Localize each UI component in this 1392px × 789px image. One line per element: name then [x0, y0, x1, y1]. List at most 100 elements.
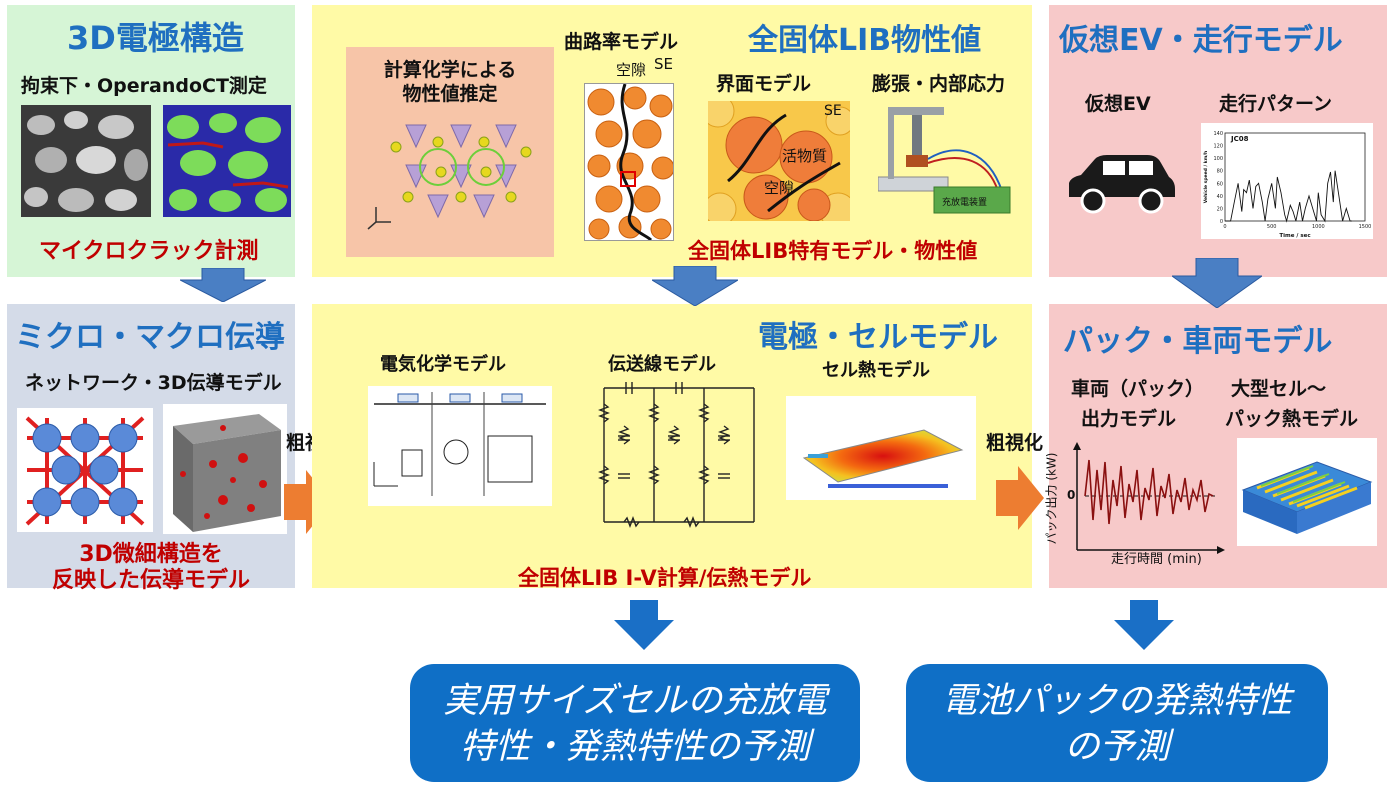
jc08-yaxis-label: Vehicle speed / km/h	[1203, 151, 1209, 203]
pack-output-plot-graphic	[1073, 442, 1225, 554]
coarse-graining-label-right: 粗視化	[986, 432, 1044, 454]
network-model-graphic	[25, 416, 145, 526]
vehicle-output-label-line2: 出力モデル	[1081, 408, 1177, 430]
jc08-xtick-label: 0	[1223, 224, 1226, 230]
result-pack-prediction: 電池パックの発熱特性 の予測	[906, 664, 1328, 782]
arrow-down-lib	[652, 266, 738, 306]
tortuosity-se-label: SE	[654, 55, 673, 73]
result-cell-line1: 実用サイズセルの充放電	[443, 681, 827, 721]
pack-thermal-image	[1237, 438, 1377, 546]
calc-chem-label-line1: 計算化学による	[383, 59, 517, 81]
expansion-device-image	[878, 101, 1012, 221]
electrochem-model-label: 電気化学モデル	[380, 354, 506, 375]
arrow-down-pack-result	[1114, 600, 1174, 650]
calc-chem-label-line2: 物性値推定	[402, 83, 498, 105]
panel-electrode-cell: 電極・セルモデル 電気化学モデル 伝送線モデル セル熱モデル	[312, 304, 1032, 590]
panel-solid-lib: 全固体LIB物性値 計算化学による 物性値推定	[312, 5, 1032, 277]
pack-output-ylabel: パック出力 (kW)	[1044, 452, 1059, 545]
result-cell-prediction: 実用サイズセルの充放電 特性・発熱特性の予測	[410, 664, 860, 782]
ct-grayscale-graphic	[21, 105, 151, 217]
expansion-label: 膨張・内部応力	[872, 73, 1006, 95]
jc08-xaxis-label: Time / sec	[1279, 233, 1310, 239]
cell-thermal-label: セル熱モデル	[822, 360, 930, 381]
panel-solid-lib-caption: 全固体LIB特有モデル・物性値	[688, 239, 978, 263]
tortuosity-graphic	[587, 84, 673, 240]
crystal-structure-graphic	[367, 124, 532, 230]
ct-segmented-graphic	[163, 105, 291, 217]
tortuosity-label: 曲路率モデル	[564, 31, 679, 53]
jc08-xtick-label: 1500	[1359, 224, 1372, 230]
pack-output-xlabel: 走行時間 (min)	[1111, 552, 1202, 567]
panel-micro-macro-title: ミクロ・マクロ伝導	[15, 320, 285, 355]
jc08-plot-frame	[1224, 132, 1366, 222]
panel-3d-electrode: 3D電極構造 拘束下・OperandoCT測定	[7, 5, 295, 277]
jc08-ytick-label: 140	[1213, 131, 1223, 137]
vehicle-output-label-line1: 車両（パック）	[1071, 378, 1205, 400]
pack-output-plot	[1049, 440, 1227, 562]
panel-3d-electrode-subtitle: 拘束下・OperandoCT測定	[21, 75, 267, 97]
panel-micro-macro: ミクロ・マクロ伝導 ネットワーク・3D伝導モデル 3D微細	[7, 304, 295, 593]
3d-conduction-graphic	[173, 414, 281, 532]
panel-virtual-ev-title: 仮想EV・走行モデル	[1059, 23, 1343, 58]
transmission-line-graphic	[598, 382, 755, 528]
panel-pack-vehicle: パック・車両モデル 車両（パック） 出力モデル 大型セル～ パック熱モデル 0 …	[1045, 304, 1387, 588]
car-icon	[1069, 155, 1175, 214]
drive-pattern-label: 走行パターン	[1219, 93, 1333, 115]
charge-device-label: 充放電装置	[942, 198, 988, 208]
panel-electrode-cell-title: 電極・セルモデル	[758, 320, 998, 355]
result-pack-line2: の予測	[1064, 727, 1170, 767]
tortuosity-image	[584, 83, 674, 241]
jc08-xtick-label: 1000	[1312, 224, 1325, 230]
pack-output-zero: 0	[1067, 488, 1076, 502]
result-pack-line1: 電池パックの発熱特性	[941, 681, 1292, 721]
interface-graphic	[708, 101, 850, 221]
interface-image	[708, 101, 850, 221]
calc-chem-box: 計算化学による 物性値推定	[346, 47, 554, 257]
electrochem-graphic	[373, 392, 546, 496]
panel-3d-electrode-caption: マイクロクラック計測	[39, 239, 259, 264]
micro-macro-caption-line2: 反映した伝導モデル	[51, 568, 250, 593]
panel-pack-vehicle-title: パック・車両モデル	[1063, 324, 1333, 359]
transmission-line-diagram	[594, 374, 764, 532]
arrow-right-right	[996, 466, 1044, 530]
jc08-ytick-label: 0	[1220, 219, 1223, 225]
arrow-down-cell-result	[614, 600, 674, 650]
panel-virtual-ev: 仮想EV・走行モデル 仮想EV 走行パターン 0 20 40 60 80 100 120 14…	[1049, 5, 1387, 277]
network-model-image	[17, 408, 153, 532]
expansion-device-graphic	[878, 107, 1011, 214]
interface-void-label: 空隙	[764, 179, 795, 197]
jc08-ytick-label: 80	[1217, 169, 1223, 175]
cell-thermal-graphic	[802, 429, 964, 488]
tortuosity-void-label: 空隙	[616, 61, 647, 79]
transmission-line-label: 伝送線モデル	[608, 354, 716, 375]
pack-thermal-label-line1: 大型セル～	[1231, 378, 1327, 400]
micro-macro-caption-line1: 3D微細構造を	[79, 542, 223, 567]
jc08-ytick-label: 60	[1217, 181, 1223, 187]
jc08-chart-title: JC08	[1230, 135, 1249, 143]
panel-solid-lib-title: 全固体LIB物性値	[748, 23, 982, 58]
virtual-ev-label: 仮想EV	[1085, 93, 1151, 115]
ct-segmented-image	[163, 105, 291, 217]
cell-thermal-image	[786, 396, 976, 500]
pack-thermal-graphic	[1241, 461, 1373, 534]
electrochem-diagram	[368, 386, 552, 506]
3d-conduction-image	[163, 404, 287, 534]
result-cell-line2: 特性・発熱特性の予測	[459, 727, 810, 767]
jc08-ytick-label: 120	[1213, 144, 1223, 150]
interface-se-label: SE	[824, 103, 842, 119]
pack-thermal-label-line2: パック熱モデル	[1225, 408, 1359, 430]
ct-grayscale-image	[21, 105, 151, 217]
panel-micro-macro-subtitle: ネットワーク・3D伝導モデル	[25, 372, 282, 394]
jc08-ytick-label: 40	[1217, 194, 1223, 200]
jc08-series-line	[1225, 170, 1352, 223]
arrow-down-electrode	[180, 268, 266, 302]
active-material-label: 活物質	[782, 147, 828, 165]
jc08-xtick-label: 500	[1267, 224, 1277, 230]
jc08-ytick-label: 20	[1217, 206, 1223, 212]
arrow-right-left	[284, 470, 332, 534]
interface-label: 界面モデル	[716, 73, 812, 95]
arrow-down-ev	[1172, 258, 1262, 308]
jc08-ytick-label: 100	[1213, 156, 1223, 162]
